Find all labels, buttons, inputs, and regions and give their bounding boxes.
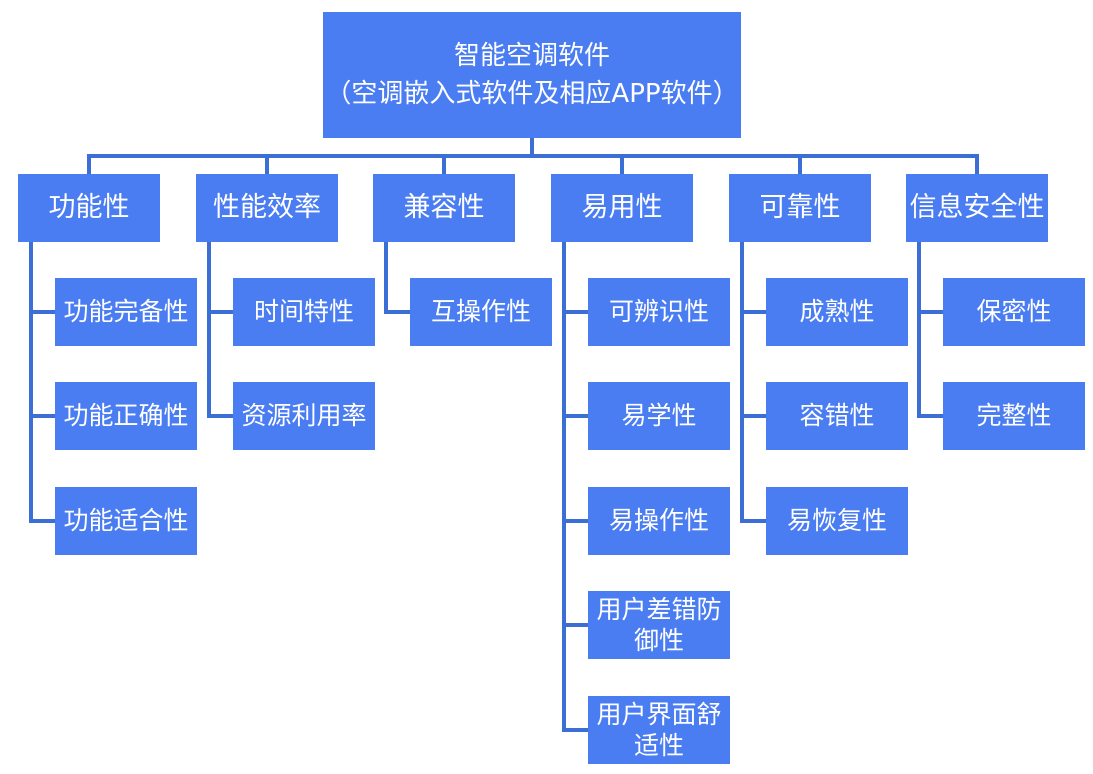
leaf-node: 用户界面舒适性 <box>588 696 730 764</box>
leaf-node: 易操作性 <box>588 487 730 555</box>
category-node: 功能性 <box>18 174 160 242</box>
leaf-node: 完整性 <box>943 382 1085 450</box>
root-subtitle: （空调嵌入式软件及相应APP软件） <box>325 79 739 109</box>
root-node: 智能空调软件 （空调嵌入式软件及相应APP软件） <box>323 12 741 138</box>
root-title: 智能空调软件 <box>453 40 610 71</box>
leaf-node: 易恢复性 <box>766 487 908 555</box>
leaf-node: 时间特性 <box>233 278 375 346</box>
leaf-node: 互操作性 <box>410 278 552 346</box>
category-node: 可靠性 <box>729 174 871 242</box>
category-node: 兼容性 <box>373 174 515 242</box>
leaf-node: 可辨识性 <box>588 278 730 346</box>
leaf-node: 功能完备性 <box>55 278 197 346</box>
leaf-node: 功能适合性 <box>55 487 197 555</box>
leaf-node: 功能正确性 <box>55 382 197 450</box>
leaf-node: 成熟性 <box>766 278 908 346</box>
leaf-node: 易学性 <box>588 382 730 450</box>
category-node: 性能效率 <box>196 174 338 242</box>
leaf-node: 保密性 <box>943 278 1085 346</box>
leaf-node: 资源利用率 <box>233 382 375 450</box>
leaf-node: 容错性 <box>766 382 908 450</box>
leaf-node: 用户差错防御性 <box>588 591 730 659</box>
category-node: 易用性 <box>551 174 693 242</box>
category-node: 信息安全性 <box>906 174 1048 242</box>
